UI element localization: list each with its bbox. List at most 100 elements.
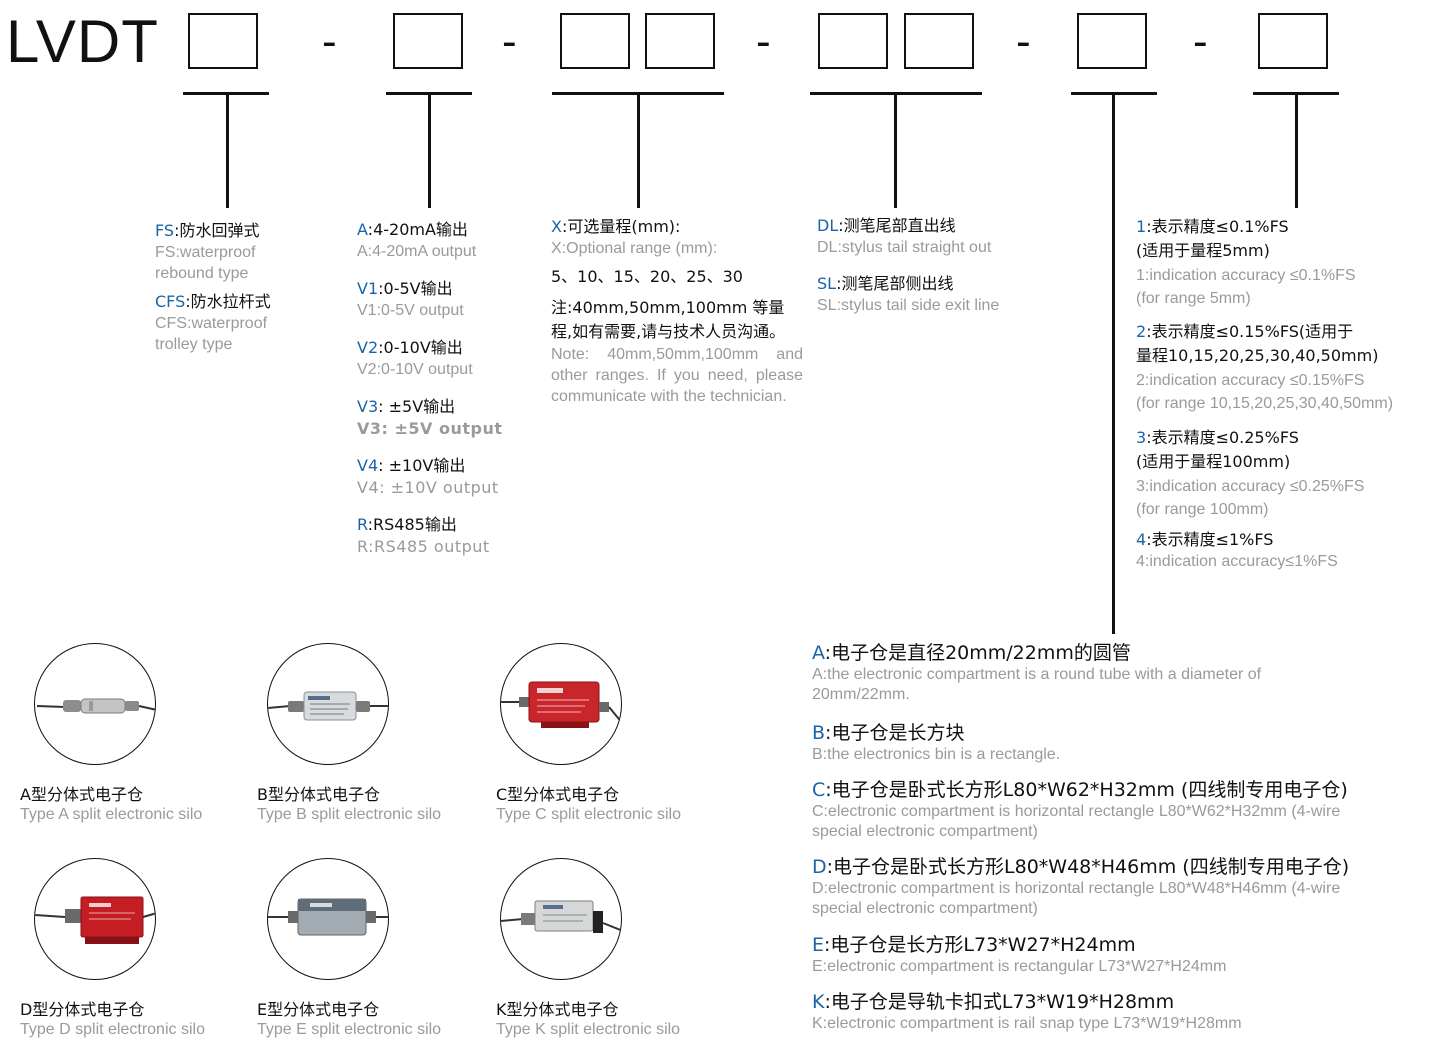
product-photo-d — [34, 858, 156, 980]
option-code: 2 — [1136, 322, 1147, 341]
product-photo-c — [500, 643, 622, 765]
separator-dash-1: - — [322, 17, 337, 66]
leader-line-1 — [226, 92, 229, 208]
product-caption-en: Type D split electronic silo — [20, 1021, 205, 1038]
option-label-cn: :电子仓是导轨卡扣式L73*W19*H28mm — [824, 991, 1175, 1013]
option-label-en: R:RS485 output — [357, 537, 490, 556]
option-sl: SL:测笔尾部侧出线 SL:stylus tail side exit line — [817, 273, 999, 316]
option-x-range: X:可选量程(mm): X:Optional range (mm): 5、10、… — [551, 216, 803, 407]
product-caption-cn: D型分体式电子仓 — [20, 1000, 145, 1019]
option-code: C — [812, 779, 826, 801]
option-code: A — [812, 642, 825, 664]
option-label-cn: :表示精度≤1%FS — [1146, 530, 1274, 549]
option-label-cn: :电子仓是长方块 — [825, 722, 965, 744]
option-code: B — [812, 722, 826, 744]
rectangle-block-icon — [268, 898, 388, 936]
product-photo-e — [267, 858, 389, 980]
option-label-en-2: (for range 100mm) — [1136, 501, 1269, 518]
option-accuracy-2: 2:表示精度≤0.15%FS(适用于 量程10,15,20,25,30,40,5… — [1136, 321, 1393, 415]
option-v1-output: V1:0-5V输出 V1:0-5V output — [357, 278, 464, 321]
option-compartment-k: K:电子仓是导轨卡扣式L73*W19*H28mm K:electronic co… — [812, 990, 1412, 1034]
option-label-cn: :电子仓是长方形L73*W27*H24mm — [824, 934, 1136, 956]
option-label-en: FS:waterproof rebound type — [155, 244, 256, 282]
option-compartment-c: C:电子仓是卧式长方形L80*W62*H32mm (四线制专用电子仓) C:el… — [812, 778, 1372, 842]
rectangle-block-icon — [268, 691, 388, 721]
range-note-cn: 注:40mm,50mm,100mm 等量程,如有需要,请与技术人员沟通。 — [551, 298, 786, 341]
option-code: 4 — [1136, 530, 1147, 549]
code-box-6 — [1258, 13, 1328, 69]
leader-line-3 — [637, 92, 640, 208]
separator-dash-2: - — [502, 17, 517, 66]
product-caption-cn: C型分体式电子仓 — [496, 785, 620, 804]
option-code: 3 — [1136, 428, 1147, 447]
option-label-en: B:the electronics bin is a rectangle. — [812, 746, 1061, 763]
option-label-cn: :电子仓是卧式长方形L80*W62*H32mm (四线制专用电子仓) — [825, 779, 1348, 801]
product-caption-en: Type E split electronic silo — [257, 1021, 442, 1038]
option-label-cn: :0-5V输出 — [378, 279, 453, 298]
option-label-cn: :表示精度≤0.15%FS(适用于 — [1146, 322, 1354, 341]
option-accuracy-3: 3:表示精度≤0.25%FS (适用于量程100mm) 3:indication… — [1136, 427, 1364, 521]
option-code: FS — [155, 221, 175, 240]
option-compartment-b: B:电子仓是长方块 B:the electronics bin is a rec… — [812, 721, 1412, 765]
product-photo-a — [34, 643, 156, 765]
option-label-en: 4:indication accuracy≤1%FS — [1136, 553, 1338, 570]
product-caption-en: Type B split electronic silo — [257, 806, 442, 823]
option-label-en: A:4-20mA output — [357, 243, 477, 260]
product-caption-en: Type C split electronic silo — [496, 806, 681, 823]
leader-line-4 — [894, 92, 897, 208]
option-label-en: C:electronic compartment is horizontal r… — [812, 803, 1341, 840]
option-label-cn: :RS485输出 — [367, 515, 457, 534]
option-label-cn: :表示精度≤0.25%FS — [1146, 428, 1299, 447]
separator-dash-5: - — [1193, 17, 1208, 66]
option-a-output: A:4-20mA输出 A:4-20mA output — [357, 219, 476, 262]
option-label-cn: :测笔尾部侧出线 — [836, 274, 954, 293]
option-code: V3 — [357, 397, 379, 416]
option-fs: FS:防水回弹式 FS:waterproof rebound type — [155, 220, 325, 284]
option-label-en: CFS:waterproof trolley type — [155, 315, 268, 353]
product-photo-k — [500, 858, 622, 980]
option-label-cn: :4-20mA输出 — [367, 220, 468, 239]
code-box-4a — [818, 13, 888, 69]
option-label-cn: : ±10V输出 — [378, 456, 466, 475]
horizontal-rectangle-icon — [501, 681, 621, 728]
option-label-en: DL:stylus tail straight out — [817, 239, 992, 256]
code-box-2 — [393, 13, 463, 69]
option-label-en: SL:stylus tail side exit line — [817, 297, 1000, 314]
code-box-1 — [188, 13, 258, 69]
option-label-cn-2: 量程10,15,20,25,30,40,50mm) — [1136, 346, 1379, 365]
option-dl: DL:测笔尾部直出线 DL:stylus tail straight out — [817, 215, 991, 258]
option-label-cn-2: (适用于量程100mm) — [1136, 452, 1291, 471]
option-accuracy-4: 4:表示精度≤1%FS 4:indication accuracy≤1%FS — [1136, 529, 1338, 572]
model-prefix: LVDT — [6, 8, 159, 75]
option-v2-output: V2:0-10V输出 V2:0-10V output — [357, 337, 473, 380]
option-label-en: V4: ±10V output — [357, 478, 499, 497]
option-label-cn: :电子仓是卧式长方形L80*W48*H46mm (四线制专用电子仓) — [826, 856, 1350, 878]
option-code: DL — [817, 216, 839, 235]
separator-dash-4: - — [1016, 17, 1031, 66]
option-label-cn: : ±5V输出 — [378, 397, 456, 416]
product-caption-cn: K型分体式电子仓 — [496, 1000, 619, 1019]
option-label-en: D:electronic compartment is horizontal r… — [812, 880, 1341, 917]
option-code: D — [812, 856, 827, 878]
option-label-cn: :可选量程(mm): — [561, 217, 681, 236]
product-caption-en: Type K split electronic silo — [496, 1021, 681, 1038]
option-cfs: CFS:防水拉杆式 CFS:waterproof trolley type — [155, 291, 325, 355]
option-label-en: V2:0-10V output — [357, 361, 473, 378]
product-caption-en: Type A split electronic silo — [20, 806, 203, 823]
option-label-en: K:electronic compartment is rail snap ty… — [812, 1015, 1242, 1032]
option-code: K — [812, 991, 825, 1013]
rail-snap-icon — [501, 900, 621, 933]
option-v3-output: V3: ±5V输出 V3: ±5V output — [357, 396, 503, 439]
option-label-cn-2: (适用于量程5mm) — [1136, 241, 1270, 260]
separator-dash-3: - — [756, 17, 771, 66]
code-box-4b — [904, 13, 974, 69]
option-label-en: 3:indication accuracy ≤0.25%FS — [1136, 478, 1365, 495]
option-code: X — [551, 217, 562, 236]
range-note-en: Note: 40mm,50mm,100mm and other ranges. … — [551, 346, 803, 405]
option-label-en-2: (for range 5mm) — [1136, 290, 1251, 307]
option-label-cn: :防水拉杆式 — [185, 292, 271, 311]
option-label-cn: :防水回弹式 — [174, 221, 260, 240]
option-label-en: V1:0-5V output — [357, 302, 464, 319]
option-label-en: 1:indication accuracy ≤0.1%FS — [1136, 267, 1356, 284]
option-label-en: V3: ±5V output — [357, 419, 503, 438]
